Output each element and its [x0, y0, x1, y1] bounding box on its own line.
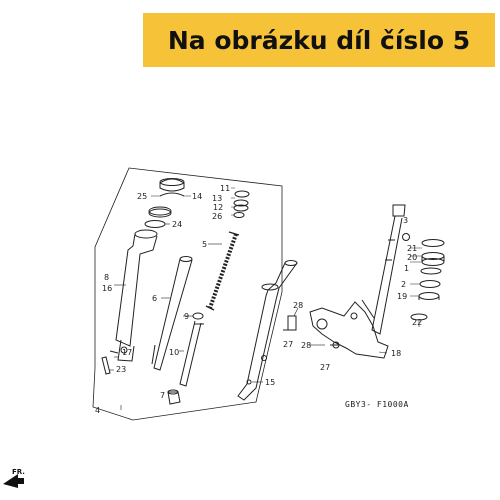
fork-tube — [151, 256, 193, 371]
callout-16: 16 — [102, 284, 112, 293]
callout-1: 1 — [404, 264, 409, 273]
callout-28: 28 — [293, 301, 303, 310]
assembly-outline — [92, 167, 283, 421]
callout-27: 27 — [283, 340, 293, 349]
front-arrow-shape — [3, 474, 24, 488]
damper-rod — [179, 312, 204, 387]
callout-4: 4 — [95, 406, 100, 415]
callout-26: 26 — [212, 212, 222, 221]
pinch-bolts — [283, 315, 340, 349]
bolt-17-washer — [109, 350, 119, 354]
leader-lines — [109, 187, 422, 410]
callout-27b: 27 — [320, 363, 330, 372]
callout-7: 7 — [160, 391, 165, 400]
banner-text: Na obrázku díl číslo 5 — [167, 25, 471, 55]
callout-13: 13 — [212, 194, 222, 203]
steering-stem — [309, 204, 406, 359]
callout-28b: 28 — [301, 341, 311, 350]
callout-3: 3 — [403, 216, 408, 225]
callout-2: 2 — [401, 280, 406, 289]
part-number-banner: Na obrázku díl číslo 5 — [143, 13, 495, 67]
callout-19: 19 — [397, 292, 407, 301]
fork-slider-left — [115, 229, 158, 362]
oil-lock-piece — [167, 389, 181, 405]
diagram-code: GBY3- F1000A — [345, 400, 409, 409]
callout-6: 6 — [152, 294, 157, 303]
front-direction-label: FR. — [12, 468, 25, 476]
callout-11: 11 — [220, 184, 230, 193]
callout-15: 15 — [265, 378, 275, 387]
callout-9: 9 — [184, 312, 189, 321]
callout-25: 25 — [137, 192, 147, 201]
top-washers — [233, 190, 250, 218]
callout-23: 23 — [116, 365, 126, 374]
callouts: 25 14 24 8 16 17 23 4 6 9 10 7 5 11 13 1… — [95, 184, 422, 415]
fork-slider-right — [237, 260, 298, 401]
fork-spring — [205, 231, 240, 311]
callout-18: 18 — [391, 349, 401, 358]
callout-22: 22 — [412, 318, 422, 327]
callout-5: 5 — [202, 240, 207, 249]
callout-20: 20 — [407, 253, 417, 262]
callout-10: 10 — [169, 348, 179, 357]
callout-14: 14 — [192, 192, 202, 201]
callout-24: 24 — [172, 220, 182, 229]
callout-17: 17 — [122, 348, 132, 357]
callout-12: 12 — [213, 203, 223, 212]
callout-8: 8 — [104, 273, 109, 282]
callout-21: 21 — [407, 244, 417, 253]
bolt-23 — [101, 356, 111, 375]
